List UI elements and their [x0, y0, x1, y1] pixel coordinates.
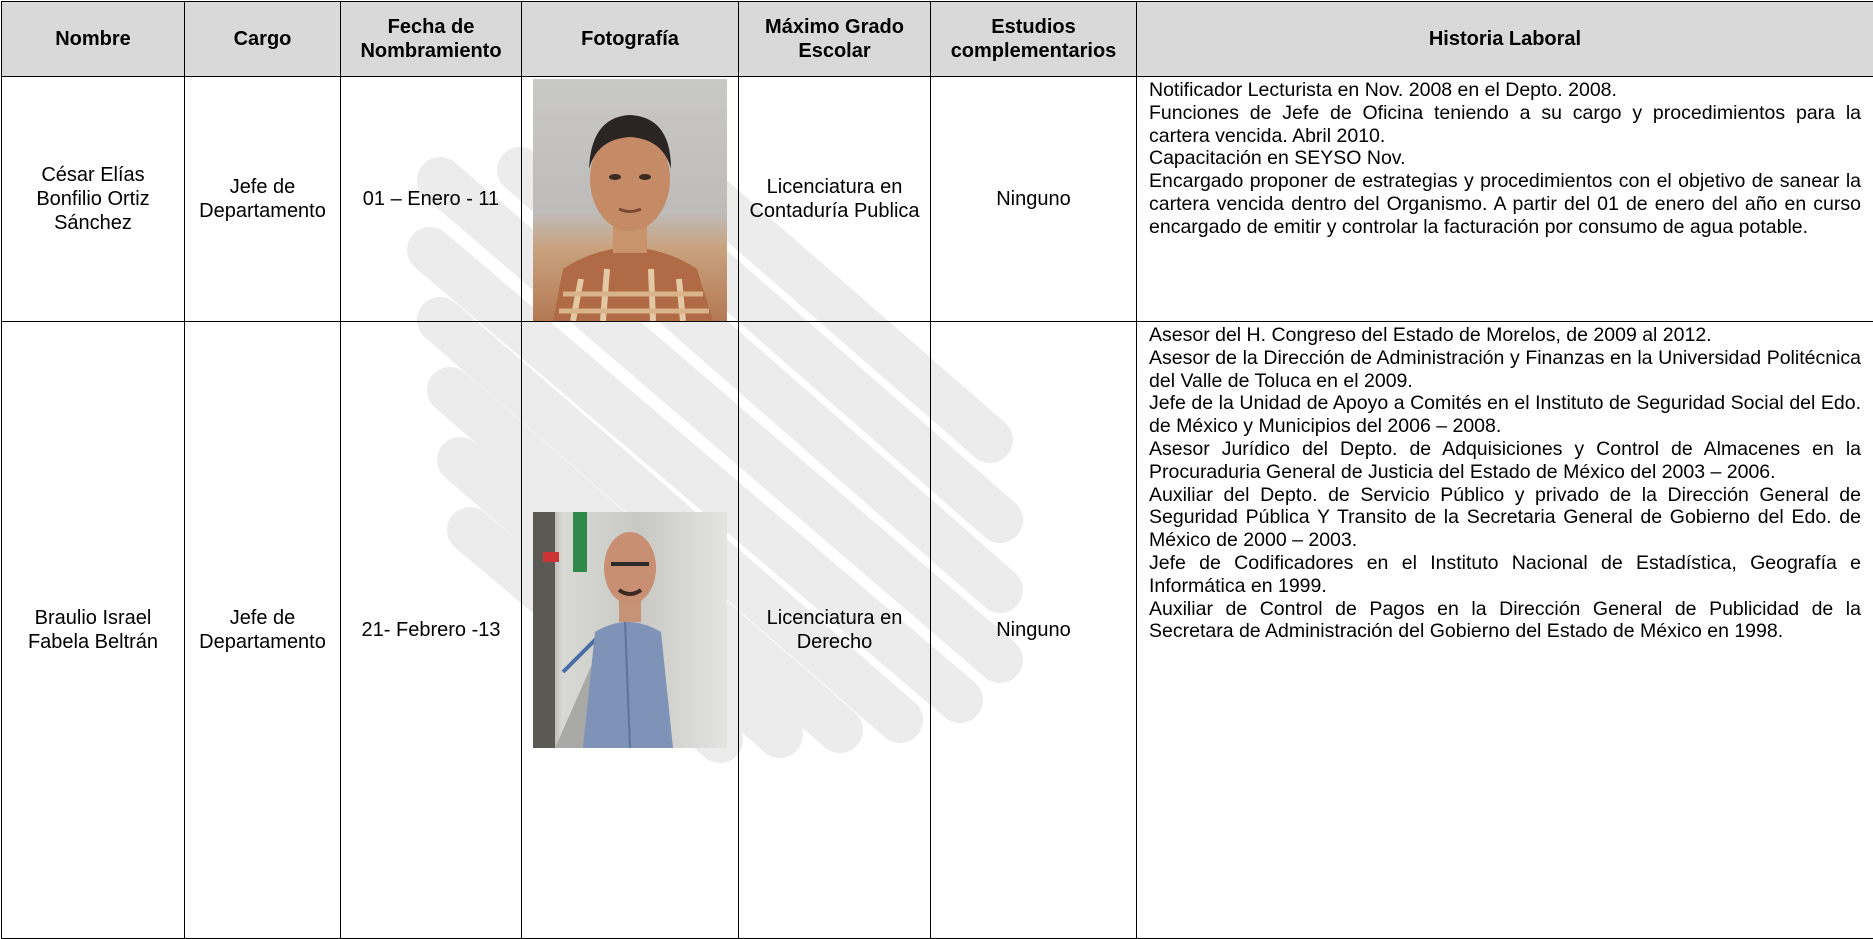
history-entry: Notificador Lecturista en Nov. 2008 en e… — [1149, 79, 1861, 102]
cell-fecha: 01 – Enero - 11 — [341, 77, 522, 322]
cell-estudios: Ninguno — [931, 322, 1137, 939]
header-fotografia: Fotografía — [522, 2, 739, 77]
history-entry: Capacitación en SEYSO Nov. — [1149, 147, 1861, 170]
employee-photo — [533, 79, 727, 321]
history-entry: Asesor del H. Congreso del Estado de Mor… — [1149, 324, 1861, 347]
cell-nombre: Braulio Israel Fabela Beltrán — [2, 322, 185, 939]
header-cargo: Cargo — [185, 2, 341, 77]
employee-photo — [533, 512, 727, 748]
history-entry: Asesor de la Dirección de Administración… — [1149, 347, 1861, 393]
header-line: Estudios — [991, 16, 1075, 38]
history-entry: Asesor Jurídico del Depto. de Adquisicio… — [1149, 438, 1861, 484]
cell-historia: Notificador Lecturista en Nov. 2008 en e… — [1137, 77, 1873, 322]
header-line: Escolar — [798, 40, 870, 62]
header-nombre: Nombre — [2, 2, 185, 77]
history-entry: Auxiliar del Depto. de Servicio Público … — [1149, 484, 1861, 552]
cell-fotografia — [522, 322, 739, 939]
cell-cargo: Jefe de Departamento — [185, 322, 341, 939]
header-line: Nombramiento — [360, 40, 501, 62]
cell-estudios: Ninguno — [931, 77, 1137, 322]
cell-cargo: Jefe de Departamento — [185, 77, 341, 322]
cell-grado: Licenciatura en Derecho — [739, 322, 931, 939]
history-entry: Encargado proponer de estrategias y proc… — [1149, 170, 1861, 238]
portrait-image — [533, 79, 727, 321]
header-line: complementarios — [951, 40, 1117, 62]
cell-historia: Asesor del H. Congreso del Estado de Mor… — [1137, 322, 1873, 939]
header-line: Fecha de — [388, 16, 475, 38]
cell-fecha: 21- Febrero -13 — [341, 322, 522, 939]
cell-fotografia — [522, 77, 739, 322]
portrait-image — [533, 512, 727, 748]
cell-nombre: César Elías Bonfilio Ortiz Sánchez — [2, 77, 185, 322]
history-entry: Funciones de Jefe de Oficina teniendo a … — [1149, 102, 1861, 148]
header-historia: Historia Laboral — [1137, 2, 1873, 77]
cell-grado: Licenciatura en Contaduría Publica — [739, 77, 931, 322]
table-row: Braulio Israel Fabela Beltrán Jefe de De… — [2, 322, 1873, 939]
history-entry: Auxiliar de Control de Pagos en la Direc… — [1149, 598, 1861, 644]
table-row: César Elías Bonfilio Ortiz Sánchez Jefe … — [2, 77, 1873, 322]
history-entry: Jefe de Codificadores en el Instituto Na… — [1149, 552, 1861, 598]
header-line: Máximo Grado — [765, 16, 904, 38]
history-entry: Jefe de la Unidad de Apoyo a Comités en … — [1149, 392, 1861, 438]
